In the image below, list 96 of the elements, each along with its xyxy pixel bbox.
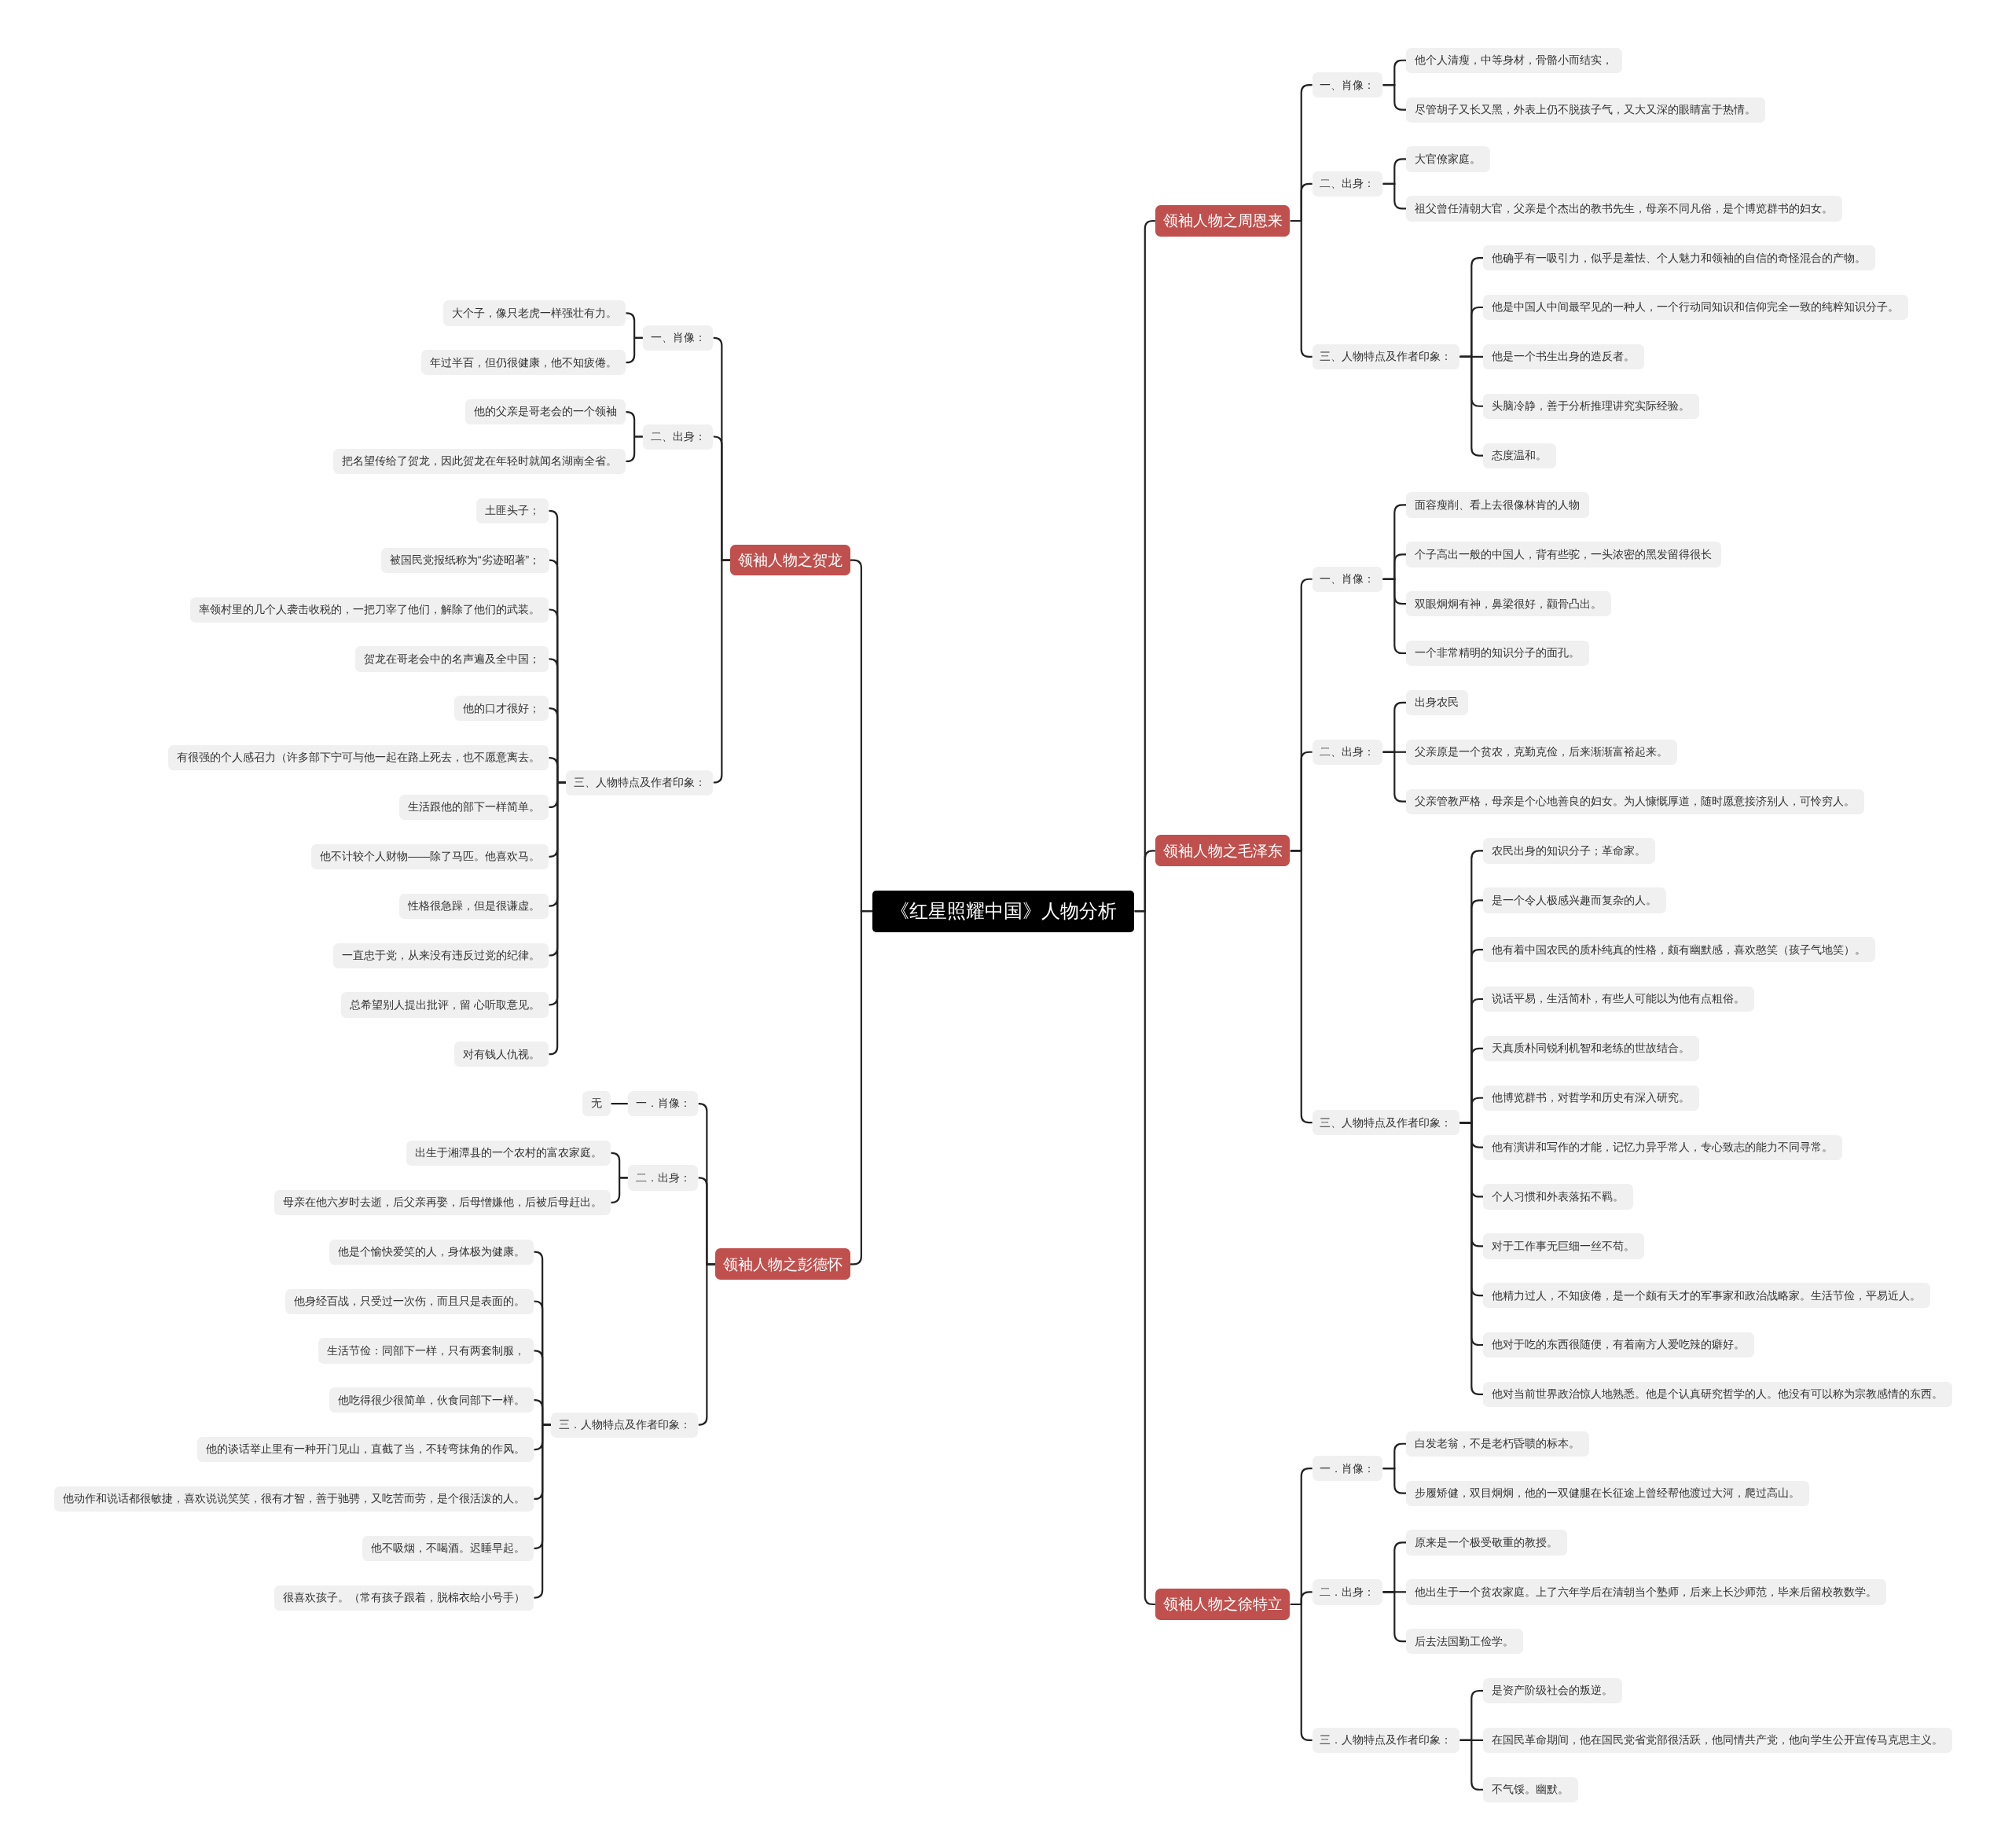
- detail-box: 他对于吃的东西很随便，有着南方人爱吃辣的癖好。: [1483, 1332, 1754, 1358]
- branch-topic: 领袖人物之贺龙: [729, 544, 850, 576]
- detail-box: 他不吸烟，不喝酒。迟睡早起。: [362, 1535, 534, 1561]
- detail-box: 尽管胡子又长又黑，外表上仍不脱孩子气，又大又深的眼睛富于热情。: [1406, 97, 1765, 123]
- connector-line: [1382, 84, 1406, 111]
- connector-line: [611, 1103, 628, 1105]
- detail-box: 他的谈话举止里有一种开门见山，直截了当，不转弯抹角的作风。: [196, 1437, 534, 1463]
- detail-box: 对有钱人仇视。: [453, 1042, 549, 1067]
- connector-line: [626, 435, 643, 463]
- subtopic-label: 一．肖像：: [1312, 1456, 1383, 1482]
- subtopic-label: 二、出身：: [1312, 171, 1383, 197]
- subtopic-label: 三．人物特点及作者印象：: [1312, 1727, 1460, 1754]
- detail-box: 他出生于一个贫农家庭。上了六年学后在清朝当个塾师，后来上长沙师范，毕来后留校教数学。: [1406, 1579, 1886, 1605]
- detail-box: 他是中国人中间最罕见的一种人，一个行动同知识和信仰完全一致的纯粹知识分子。: [1483, 295, 1908, 321]
- detail-box: 他是个愉快爱笑的人，身体极为健康。: [329, 1239, 534, 1265]
- detail-box: 无: [582, 1091, 611, 1117]
- connector-line: [626, 336, 643, 364]
- detail-box: 他的父亲是哥老会的一个领袖: [464, 399, 626, 425]
- subtopic-label: 三、人物特点及作者印象：: [1312, 1110, 1460, 1136]
- detail-box: 年过半百，但仍很健康，他不知疲倦。: [420, 350, 626, 376]
- detail-box: 大个子，像只老虎一样强壮有力。: [442, 300, 626, 326]
- detail-box: 被国民党报纸称为“劣迹昭著”；: [380, 547, 549, 573]
- subtopic-label: 二．出身：: [627, 1165, 699, 1191]
- detail-box: 一个非常精明的知识分子的面孔。: [1406, 641, 1589, 667]
- detail-box: 是资产阶级社会的叛逆。: [1483, 1678, 1622, 1704]
- detail-box: 性格很急躁，但是很谦虚。: [398, 893, 549, 919]
- detail-box: 母亲在他六岁时去逝，后父亲再娶，后母憎嫌他，后被后母赶出。: [274, 1189, 611, 1215]
- detail-box: 把名望传给了贺龙，因此贺龙在年轻时就闻名湖南全省。: [332, 448, 626, 475]
- connector-line: [698, 1263, 715, 1426]
- detail-box: 他不计较个人财物——除了马匹。他喜欢马。: [310, 843, 549, 869]
- detail-box: 有很强的个人感召力（许多部下宁可与他一起在路上死去，也不愿意离去。: [167, 745, 549, 771]
- detail-box: 在国民革命期间，他在国民党省党部很活跃，他同情共产党，他向学生公开宣传马克思主义。: [1483, 1727, 1952, 1754]
- connector-line: [611, 1177, 628, 1203]
- branch-topic: 领袖人物之周恩来: [1155, 205, 1291, 237]
- detail-box: 后去法国勤工俭学。: [1406, 1629, 1523, 1655]
- detail-box: 他的口才很好；: [453, 696, 549, 722]
- detail-box: 总希望别人提出批评，留 心听取意见。: [340, 992, 549, 1018]
- subtopic-label: 一、肖像：: [1312, 566, 1383, 592]
- detail-box: 他个人清瘦，中等身材，骨骼小而结实，: [1406, 47, 1622, 73]
- branch-topic: 领袖人物之彭德怀: [714, 1248, 850, 1280]
- detail-box: 父亲管教严格，母亲是个心地善良的妇女。为人慷慨厚道，随时愿意接济别人，可怜穷人。: [1406, 788, 1864, 814]
- detail-box: 白发老翁，不是老朽昏聩的标本。: [1406, 1431, 1589, 1457]
- detail-box: 面容瘦削、看上去很像林肯的人物: [1406, 492, 1589, 518]
- detail-box: 态度温和。: [1483, 443, 1556, 468]
- connector-line: [713, 559, 730, 784]
- detail-box: 土匪头子；: [475, 498, 549, 524]
- detail-box: 天真质朴同锐利机智和老练的世故结合。: [1483, 1035, 1699, 1062]
- detail-box: 个人习惯和外表落拓不羁。: [1483, 1184, 1633, 1210]
- detail-box: 他确乎有一吸引力，似乎是羞怯、个人魅力和领袖的自信的奇怪混合的产物。: [1483, 245, 1875, 271]
- detail-box: 很喜欢孩子。（常有孩子跟着，脱棉衣给小号手）: [274, 1585, 534, 1611]
- detail-box: 头脑冷静，善于分析推理讲究实际经验。: [1483, 393, 1699, 419]
- detail-box: 双眼炯炯有神，鼻梁很好，颧骨凸出。: [1406, 591, 1611, 617]
- subtopic-label: 三、人物特点及作者印象：: [1312, 344, 1460, 370]
- detail-box: 生活跟他的部下一样简单。: [398, 794, 549, 821]
- detail-box: 他精力过人，不知疲倦，是一个颇有天才的军事家和政治战略家。生活节俭，平易近人。: [1483, 1283, 1930, 1309]
- branch-topic: 领袖人物之毛泽东: [1155, 835, 1291, 867]
- detail-box: 大官僚家庭。: [1406, 146, 1490, 172]
- branch-topic: 领袖人物之徐特立: [1155, 1589, 1291, 1620]
- detail-box: 是一个令人极感兴趣而复杂的人。: [1483, 887, 1666, 913]
- connector-line: [534, 1424, 551, 1599]
- detail-box: 步履矫健，双目炯炯，他的一双健腿在长征途上曾经帮他渡过大河，爬过高山。: [1406, 1480, 1809, 1506]
- subtopic-label: 一、肖像：: [1312, 72, 1383, 98]
- detail-box: 对于工作事无巨细一丝不苟。: [1483, 1233, 1644, 1259]
- detail-box: 率领村里的几个人袭击收税的，一把刀宰了他们，解除了他们的武装。: [189, 597, 549, 623]
- detail-box: 他对当前世界政治惊人地熟悉。他是个认真研究哲学的人。他没有可以称为宗教感情的东西。: [1483, 1381, 1952, 1408]
- subtopic-label: 二、出身：: [1312, 739, 1383, 765]
- detail-box: 说话平易，生活简朴，有些人可能以为他有点粗俗。: [1483, 986, 1754, 1012]
- central-topic: 《红星照耀中国》人物分析: [872, 891, 1135, 932]
- detail-box: 一直忠于党，从来没有违反过党的纪律。: [332, 942, 549, 968]
- connector-line: [1382, 182, 1406, 210]
- detail-box: 农民出身的知识分子；革命家。: [1483, 838, 1655, 864]
- detail-box: 他动作和说话都很敏捷，喜欢说说笑笑，很有才智，善于驰骋，又吃苦而劳，是个很活泼的人。: [53, 1486, 534, 1512]
- detail-box: 他有演讲和写作的才能，记忆力异乎常人，专心致志的能力不同寻常。: [1483, 1134, 1842, 1160]
- detail-box: 祖父曾任清朝大官，父亲是个杰出的教书先生，母亲不同凡俗，是个博览群书的妇女。: [1406, 196, 1842, 222]
- detail-box: 他身经百战，只受过一次伤，而且只是表面的。: [285, 1288, 534, 1314]
- connector-line: [1382, 1468, 1406, 1494]
- detail-box: 生活节俭：同部下一样，只有两套制服，: [318, 1338, 534, 1364]
- subtopic-label: 一、肖像：: [642, 325, 714, 351]
- subtopic-label: 二、出身：: [642, 424, 714, 450]
- subtopic-label: 二．出身：: [1312, 1579, 1383, 1605]
- detail-box: 父亲原是一个贫农，克勤克俭，后来渐渐富裕起来。: [1406, 739, 1677, 765]
- connector-line: [1459, 1122, 1483, 1395]
- detail-box: 不气馁。幽默。: [1483, 1776, 1578, 1802]
- connector-line: [1134, 910, 1156, 1606]
- detail-box: 个子高出一般的中国人，背有些驼，一头浓密的黑发留得很长: [1406, 542, 1721, 568]
- detail-box: 他博览群书，对哲学和历史有深入研究。: [1483, 1085, 1699, 1111]
- subtopic-label: 三、人物特点及作者印象：: [565, 770, 714, 795]
- detail-box: 他有着中国农民的质朴纯真的性格，颇有幽默感，喜欢憨笑（孩子气地笑）。: [1483, 937, 1875, 963]
- detail-box: 他吃得很少很简单，伙食同部下一样。: [329, 1387, 534, 1413]
- subtopic-label: 三．人物特点及作者印象：: [550, 1412, 699, 1438]
- detail-box: 出身农民: [1406, 689, 1468, 716]
- detail-box: 他是一个书生出身的造反者。: [1483, 344, 1644, 370]
- detail-box: 出生于湘潭县的一个农村的富农家庭。: [406, 1140, 611, 1166]
- detail-box: 原来是一个极受敬重的教授。: [1406, 1530, 1567, 1556]
- subtopic-label: 一．肖像：: [627, 1091, 699, 1117]
- detail-box: 贺龙在哥老会中的名声遍及全中国；: [354, 646, 549, 672]
